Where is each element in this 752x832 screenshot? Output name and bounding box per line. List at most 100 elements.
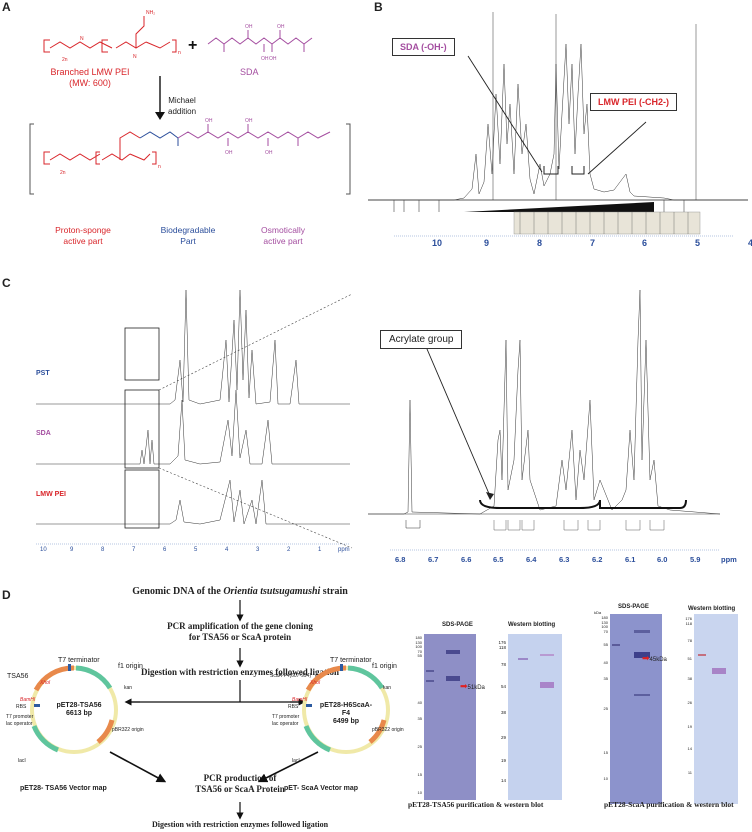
gel1-wb-marker-38: 38	[500, 710, 506, 715]
pei-n-label: 2n	[62, 57, 68, 63]
svg-text:n: n	[178, 50, 181, 56]
trace-label-sda: SDA	[36, 430, 51, 437]
callout-acrylate: Acrylate group	[380, 330, 463, 349]
p1-bamhi: BamHI	[20, 697, 36, 703]
gel2-wb-marker-78: 78	[687, 638, 692, 643]
gel1-wb-marker-29: 29	[500, 735, 506, 740]
p1-kan: kan	[124, 685, 133, 691]
svg-text:n: n	[158, 164, 161, 170]
p2-t7-terminator: T7 terminator	[330, 657, 372, 664]
sda-structure	[207, 30, 313, 52]
gel1-marker-35: 35	[417, 716, 422, 721]
panel-a-scheme: 2n N NH₂ N n + OH OH OH OH OH OH OH OH 2…	[29, 10, 351, 195]
gel2-wb-marker-26: 26	[687, 700, 692, 705]
gel2-red-arrow-icon: ➡	[642, 653, 650, 663]
trace-sda	[36, 389, 350, 465]
p2-laci: lacI	[292, 758, 300, 764]
gel1-sds-title: SDS-PAGE	[442, 622, 473, 628]
reactant2-label: SDA	[240, 67, 259, 77]
p2-f1-origin: f1 origin	[372, 663, 397, 670]
p2-t7-promoter: T7 promoter	[272, 714, 300, 720]
p2-xhoi: XhoI	[310, 680, 321, 686]
p2-kan: kan	[383, 685, 392, 691]
p2-gene: ScaA-F4(607-994)	[270, 673, 312, 679]
trace-label-pst: PST	[36, 370, 50, 377]
p2-bamhi: BamHI	[292, 697, 308, 703]
gel1-marker-15: 15	[417, 772, 422, 777]
panel-c-right-axis: 6.8 6.7 6.6 6.5 6.4 6.3 6.2 6.1 6.0 5.9 …	[395, 555, 737, 564]
p1-lac-operator: lac operator	[6, 721, 33, 727]
flow-step-5: Digestion with restriction enzymes follo…	[151, 820, 329, 829]
flow-step-3: Digestion with restriction enzymes follo…	[140, 667, 340, 677]
panel-c-left-axis: 10 9 8 7 6 5 4 3 2 1 ppm	[40, 547, 350, 553]
p2-rbs: RBS	[288, 704, 299, 710]
panel-b-axis: 10 9 8 7 6 5 4	[432, 238, 752, 248]
panel-c-nmr	[36, 289, 721, 551]
svg-text:OH: OH	[245, 118, 253, 124]
svg-text:OH: OH	[205, 118, 213, 124]
callout-sda: SDA (-OH-)	[392, 38, 455, 56]
gel1-wb-marker-14: 14	[500, 778, 506, 783]
svg-text:OH: OH	[225, 150, 233, 156]
gel1-marker-40: 40	[417, 700, 422, 705]
p1-t7-promoter: T7 promoter	[6, 714, 34, 720]
panel-b-nmr	[368, 12, 748, 237]
gel2-wb-marker-51: 51	[687, 656, 692, 661]
gel2-sds-title: SDS-PAGE	[618, 604, 649, 610]
gel2-wb-marker-19: 19	[687, 724, 692, 729]
gel2-wb-marker-14: 14	[687, 746, 692, 751]
p2-pbr322: pBR322 origin	[372, 727, 404, 733]
gel2-marker-10: 10	[603, 776, 608, 781]
gel2-kda: kDa	[594, 610, 602, 615]
gel1-marker-25: 25	[417, 744, 422, 749]
nmr-trace-b	[368, 43, 748, 201]
gel2-marker-35: 35	[603, 676, 608, 681]
panel-letter-b: B	[374, 0, 383, 14]
plasmid-2-caption: pET- ScaA Vector map	[284, 785, 359, 792]
gel2-sds-gel	[610, 614, 662, 804]
gel2-band-label: ➡45kDa	[642, 653, 667, 663]
panel-letter-a: A	[2, 0, 11, 14]
p2-lac-operator: lac operator	[272, 721, 299, 727]
panel-d-flow	[30, 600, 390, 820]
plasmid-1-map	[30, 664, 118, 754]
svg-text:2n: 2n	[60, 170, 66, 176]
gel1-wb-membrane	[508, 634, 562, 800]
arrow-label: Michael addition	[168, 96, 197, 116]
gel2-wb-membrane	[694, 614, 738, 804]
gel2-caption: pET28-ScaA purification & western blot	[604, 800, 734, 809]
svg-text:OH: OH	[245, 24, 253, 30]
gel1-band-label: ➡51kDa	[460, 681, 485, 691]
gel1-wb-title: Western blotting	[508, 622, 556, 628]
gel1-wb-marker-78: 78	[500, 662, 506, 667]
p1-gene: TSA56	[7, 673, 29, 680]
reactant1-label: Branched LMW PEI (MW: 600)	[50, 67, 130, 88]
gel1-wb-marker-19: 19	[500, 758, 506, 763]
p1-f1-origin: f1 origin	[118, 663, 143, 670]
panel-letter-c: C	[2, 276, 11, 290]
gel1-marker-10: 10	[417, 790, 422, 795]
gel2-marker-40: 40	[603, 660, 608, 665]
gel2-wb-marker-38: 38	[687, 676, 692, 681]
p1-t7-terminator: T7 terminator	[58, 657, 100, 664]
p1-rbs: RBS	[16, 704, 27, 710]
trace-label-lmw-pei: LMW PEI	[36, 491, 66, 498]
p1-laci: lacI	[18, 758, 26, 764]
gel1-caption: pET28-TSA56 purification & western blot	[408, 800, 544, 809]
trace-lmw-pei	[36, 479, 350, 525]
gel1-wb-marker-54: 54	[500, 684, 506, 689]
p1-pbr322: pBR322 origin	[112, 727, 144, 733]
gel2-marker-55: 55	[603, 642, 608, 647]
svg-text:NH₂: NH₂	[146, 10, 155, 16]
svg-text:OH: OH	[261, 56, 269, 62]
plasmid-2-map	[302, 664, 390, 754]
